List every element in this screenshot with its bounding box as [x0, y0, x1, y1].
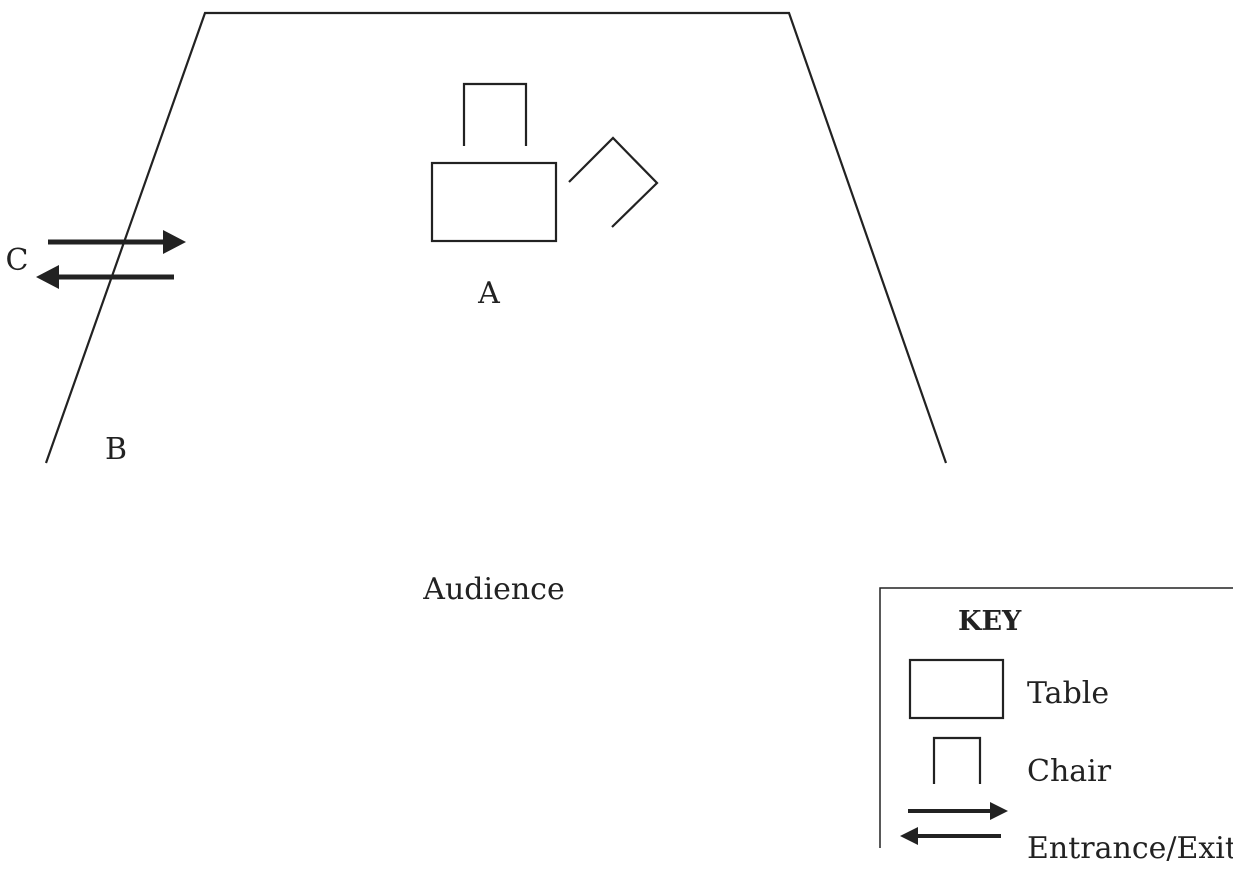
key-table-icon — [908, 658, 1005, 720]
label-b: B — [105, 432, 127, 467]
key-title: KEY — [958, 606, 1022, 637]
key-entrance-exit-label: Entrance/Exit — [1027, 831, 1233, 866]
key-chair-label: Chair — [1027, 754, 1112, 789]
entrance-exit-arrows-icon — [36, 230, 186, 289]
key-entrance-exit-icon — [900, 802, 1008, 845]
key-border — [879, 587, 1233, 848]
label-c: C — [6, 243, 29, 278]
key-legend: KEY Table Chair Entrance/Exit — [879, 587, 1233, 866]
chair-icon — [462, 82, 528, 146]
table-icon — [430, 161, 558, 243]
key-chair-icon — [932, 736, 982, 784]
label-a: A — [477, 276, 500, 311]
key-table-label: Table — [1027, 676, 1109, 711]
angled-chair-icon — [568, 136, 659, 228]
label-audience: Audience — [422, 572, 564, 607]
stage-outline — [44, 11, 948, 464]
